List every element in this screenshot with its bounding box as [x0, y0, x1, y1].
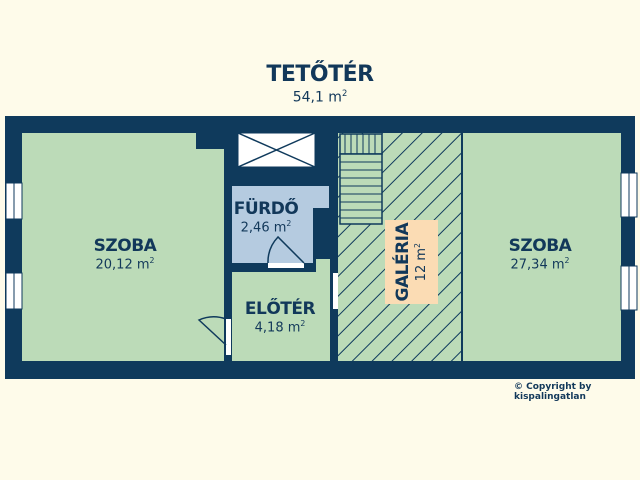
room-hall [232, 259, 330, 361]
room-right [463, 133, 621, 361]
room-left [22, 133, 224, 361]
copyright: © Copyright by kispalingatlan [514, 382, 592, 402]
room-bath [232, 186, 329, 263]
floor-area: 54,1 m2 [292, 88, 348, 106]
floor-title: TETŐTÉR [266, 62, 374, 87]
